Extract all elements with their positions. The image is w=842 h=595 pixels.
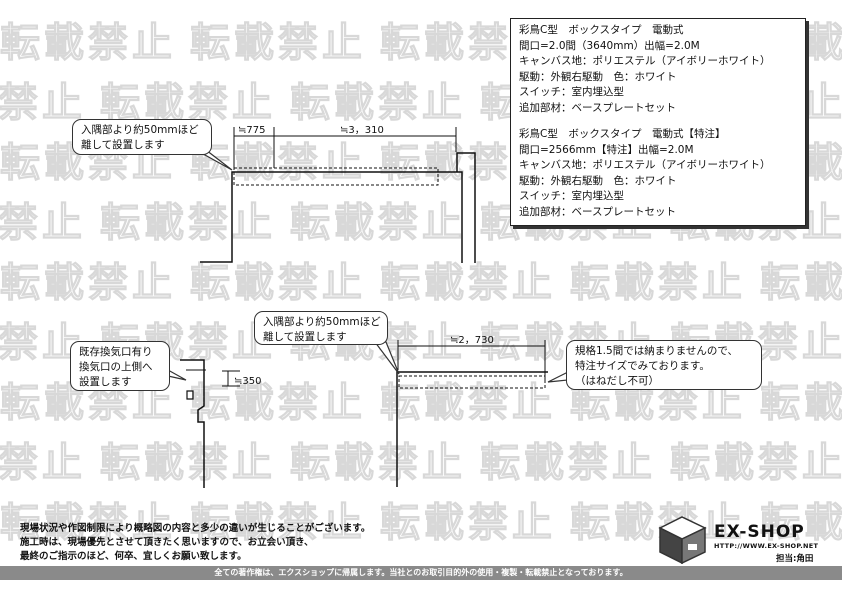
callout-middle: 入隅部より約50mmほど 離して設置します — [254, 311, 388, 345]
spec-b-line: 追加部材：ベースプレートセット — [519, 205, 676, 218]
top-plan-walls — [200, 152, 476, 263]
site-notes: 現場状況や作図制限により概略図の内容と多少の違いが生じることがございます。 施工… — [20, 522, 370, 564]
dim-top-gap: ≒775 — [238, 125, 265, 136]
callout-top-left-line-1: 入隅部より約50mmほど — [81, 124, 199, 136]
callout-size-note-line-3: （はねだし不可） — [575, 375, 659, 387]
spec-a-line: 彩鳥C型 ボックスタイプ 電動式 — [519, 24, 684, 36]
callout-middle-line-1: 入隅部より約50mmほど — [263, 316, 381, 328]
spec-box: 彩鳥C型 ボックスタイプ 電動式 間口=2.0間（3640mm）出幅=2.0M … — [510, 18, 806, 226]
callout-vent-line-1: 既存換気口有り — [79, 346, 153, 358]
logo-url: HTTP://WWW.EX-SHOP.NET — [714, 542, 819, 550]
spec-b-line: 間口=2566mm【特注】出幅=2.0M — [519, 143, 694, 156]
top-awning-outline — [233, 167, 439, 186]
dim-vent-height: ≒350 — [234, 376, 261, 387]
callout-size-note-line-2: 特注サイズでみております。 — [575, 360, 710, 372]
spec-spacer — [519, 116, 805, 127]
callout-vent: 既存換気口有り 換気口の上側へ 設置します — [70, 341, 170, 391]
ex-shop-logo-icon — [658, 516, 707, 564]
spec-a-line: キャンバス地：ポリエステル（アイボリーホワイト） — [519, 55, 771, 67]
spec-a-line: 駆動：外観右駆動 色：ホワイト — [519, 70, 677, 83]
callout-top-left: 入隅部より約50mmほど 離して設置します — [72, 119, 212, 155]
dim-top-width: ≒3，310 — [340, 125, 384, 136]
copyright-footer: 全ての著作権は、エクスショップに帰属します。当社とのお取引目的外の使用・複製・転… — [0, 566, 842, 580]
vent-dimension-lines — [222, 370, 240, 387]
logo-name: EX-SHOP — [714, 522, 805, 542]
note-line: 最終のご指示のほど、何卒、宜しくお願い致します。 — [20, 551, 247, 562]
spec-b-line: キャンバス地：ポリエステル（アイボリーホワイト） — [519, 159, 771, 171]
note-line: 現場状況や作図制限により概略図の内容と多少の違いが生じることがございます。 — [20, 523, 371, 534]
callout-size-note: 規格1.5間では納まりませんので、 特注サイズでみております。 （はねだし不可） — [566, 340, 762, 390]
callout-middle-line-2: 離して設置します — [263, 331, 347, 343]
spec-b-line: 駆動：外観右駆動 色：ホワイト — [519, 174, 677, 187]
middle-plan-walls — [396, 340, 548, 487]
note-line: 施工時は、現場優先とさせて頂きたく思いますので、お立会い頂き、 — [20, 537, 314, 548]
spec-b-line: スイッチ：室内埋込型 — [519, 190, 624, 202]
staff-name: 担当:角田 — [776, 554, 814, 564]
callout-size-note-line-1: 規格1.5間では納まりませんので、 — [575, 345, 738, 357]
spec-a-line: 間口=2.0間（3640mm）出幅=2.0M — [519, 39, 700, 52]
callout-top-left-line-2: 離して設置します — [81, 139, 165, 151]
callout-vent-line-3: 設置します — [79, 376, 132, 388]
spec-a-line: スイッチ：室内埋込型 — [519, 86, 624, 98]
middle-dimension-lines — [397, 340, 545, 370]
vent-elevation — [180, 359, 206, 488]
spec-a-line: 追加部材：ベースプレートセット — [519, 101, 676, 114]
spec-b-line: 彩鳥C型 ボックスタイプ 電動式【特注】 — [519, 128, 726, 140]
dim-middle-width: ≒2，730 — [450, 335, 494, 346]
middle-awning-outline — [398, 375, 546, 389]
top-dimension-lines — [233, 127, 457, 168]
callout-vent-line-2: 換気口の上側へ — [79, 361, 153, 373]
